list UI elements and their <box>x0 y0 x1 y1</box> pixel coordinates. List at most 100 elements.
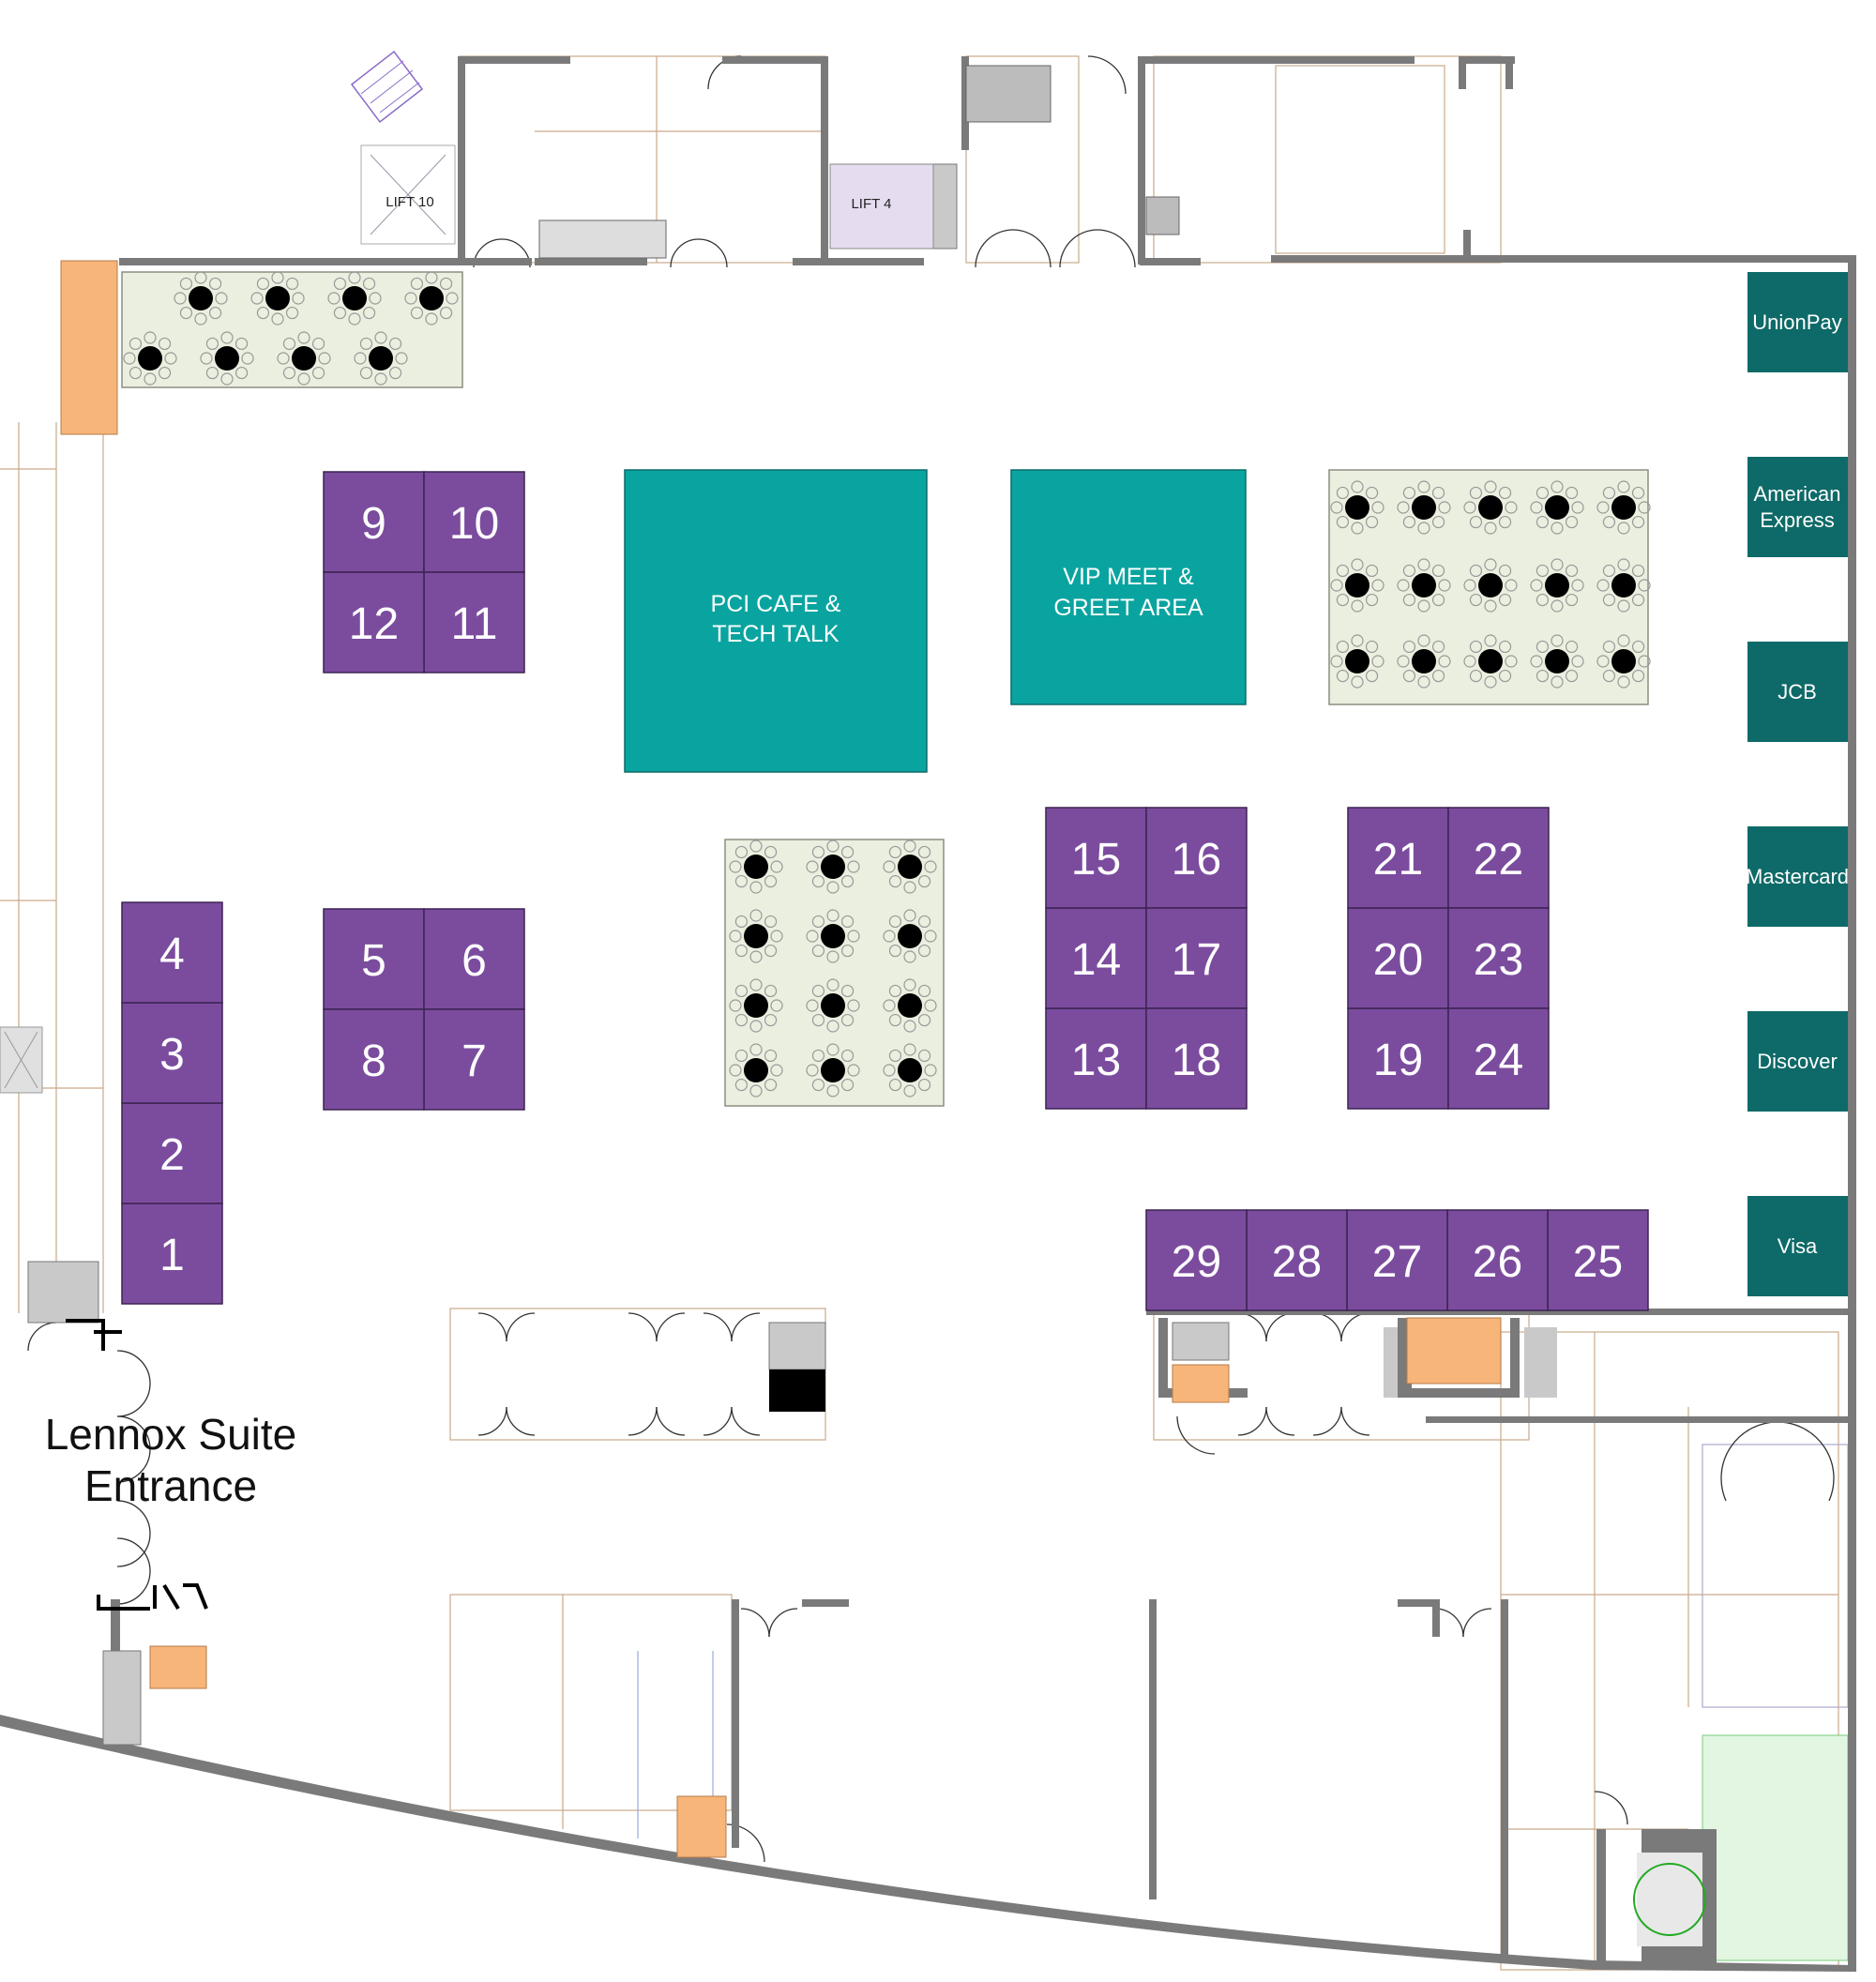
chair <box>1498 669 1512 683</box>
round-table <box>729 909 783 963</box>
sponsor-panel-unionpay[interactable]: UnionPay <box>1747 272 1848 372</box>
chair <box>903 1043 916 1056</box>
chair <box>285 306 299 320</box>
booth-16[interactable]: 16 <box>1145 807 1248 909</box>
chair <box>1397 579 1410 592</box>
round-table <box>883 840 937 894</box>
booth-23[interactable]: 23 <box>1447 907 1550 1009</box>
booth-28-tile <box>1246 1209 1348 1311</box>
booth-6[interactable]: 6 <box>423 908 525 1010</box>
chair <box>764 984 778 998</box>
booth-26[interactable]: 26 <box>1446 1209 1549 1311</box>
booth-15[interactable]: 15 <box>1045 807 1147 909</box>
sponsor-name-line1: Discover <box>1757 1050 1838 1073</box>
booth-10-number: 10 <box>449 499 499 549</box>
chair <box>1631 593 1645 607</box>
chair <box>439 306 453 320</box>
booth-8[interactable]: 8 <box>323 1008 425 1111</box>
chair <box>374 372 387 386</box>
booth-11[interactable]: 11 <box>423 571 525 673</box>
chair <box>1571 655 1584 668</box>
chair <box>764 874 778 888</box>
chair <box>1602 669 1616 683</box>
booth-4-tile <box>121 901 223 1004</box>
chair <box>1336 640 1350 654</box>
vip-meet-greet-area[interactable]: VIP MEET & GREET AREA <box>1010 469 1247 705</box>
booth-12-number: 12 <box>349 599 399 649</box>
chair <box>1351 634 1364 647</box>
booth-20[interactable]: 20 <box>1347 907 1449 1009</box>
chair <box>1631 515 1645 529</box>
chair <box>811 1049 825 1063</box>
chair <box>888 845 902 859</box>
table-top <box>1345 649 1369 673</box>
booth-27[interactable]: 27 <box>1346 1209 1448 1311</box>
booth-17[interactable]: 17 <box>1145 907 1248 1009</box>
booth-14[interactable]: 14 <box>1045 907 1147 1009</box>
chair <box>770 1064 783 1077</box>
booth-29-tile <box>1145 1209 1248 1311</box>
sponsor-panel-jcb[interactable]: JCB <box>1747 642 1848 742</box>
booth-5[interactable]: 5 <box>323 908 425 1010</box>
booth-20-number: 20 <box>1373 935 1423 985</box>
booth-29[interactable]: 29 <box>1145 1209 1248 1311</box>
chair <box>174 292 187 305</box>
booth-29-number: 29 <box>1172 1237 1221 1287</box>
booth-17-tile <box>1145 907 1248 1009</box>
chair <box>764 944 778 958</box>
chair <box>425 271 438 284</box>
booth-28[interactable]: 28 <box>1246 1209 1348 1311</box>
chair <box>811 845 825 859</box>
booth-3[interactable]: 3 <box>121 1002 223 1104</box>
chair <box>144 372 157 386</box>
booth-1[interactable]: 1 <box>121 1203 223 1305</box>
booth-22[interactable]: 22 <box>1447 807 1550 909</box>
booth-18[interactable]: 18 <box>1145 1007 1248 1110</box>
chair <box>220 331 234 344</box>
chair <box>806 930 819 943</box>
chair <box>277 352 290 365</box>
chair <box>826 909 840 922</box>
chair <box>888 874 902 888</box>
chair <box>811 944 825 958</box>
chair <box>1484 480 1497 493</box>
pci-cafe-tech-talk-area[interactable]: PCI CAFE & TECH TALK <box>624 469 928 773</box>
booth-20-tile <box>1347 907 1449 1009</box>
seating-area-top-left <box>121 271 463 388</box>
seating-areas <box>121 271 1651 1107</box>
booth-12[interactable]: 12 <box>323 571 425 673</box>
booth-4[interactable]: 4 <box>121 901 223 1004</box>
chair <box>1484 558 1497 571</box>
booth-6-tile <box>423 908 525 1010</box>
booth-15-number: 15 <box>1071 835 1121 885</box>
booth-21[interactable]: 21 <box>1347 807 1449 909</box>
booth-19[interactable]: 19 <box>1347 1007 1449 1110</box>
sponsor-panel-mastercard[interactable]: Mastercard <box>1746 826 1849 927</box>
booth-25[interactable]: 25 <box>1547 1209 1649 1311</box>
booth-24[interactable]: 24 <box>1447 1007 1550 1110</box>
sponsor-panel-visa[interactable]: Visa <box>1747 1196 1848 1296</box>
booth-13[interactable]: 13 <box>1045 1007 1147 1110</box>
booth-2[interactable]: 2 <box>121 1102 223 1204</box>
table-top <box>215 346 239 371</box>
chair <box>1469 564 1483 578</box>
chair <box>1484 675 1497 688</box>
chair <box>1351 599 1364 613</box>
chair <box>1551 634 1564 647</box>
round-table <box>1330 634 1384 688</box>
sponsor-panel-tile <box>1747 457 1848 557</box>
chair <box>1417 522 1430 535</box>
booth-7[interactable]: 7 <box>423 1008 525 1111</box>
sponsor-panel-discover[interactable]: Discover <box>1747 1011 1848 1112</box>
chair <box>1565 515 1579 529</box>
chair <box>1551 675 1564 688</box>
table-top <box>1611 495 1636 520</box>
chair <box>770 930 783 943</box>
booth-2-tile <box>121 1102 223 1204</box>
booth-14-number: 14 <box>1071 935 1121 985</box>
booth-10[interactable]: 10 <box>423 471 525 573</box>
booth-9[interactable]: 9 <box>323 471 425 573</box>
chair <box>1402 669 1416 683</box>
